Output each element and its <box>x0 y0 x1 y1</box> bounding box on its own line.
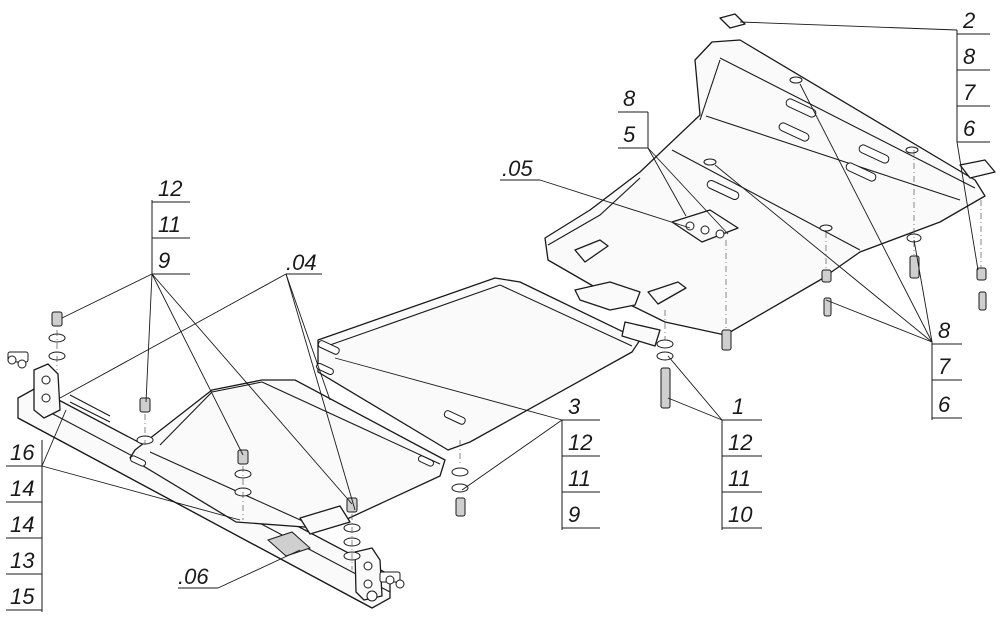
callout-label: 12 <box>568 430 592 455</box>
callout-stack-top-left: 12 11 9 <box>151 176 190 276</box>
callout-label: 15 <box>10 584 35 609</box>
callout-label: 3 <box>568 394 581 419</box>
callout-label: 10 <box>728 502 753 527</box>
callout-label: 12 <box>728 430 752 455</box>
callout-label: 5 <box>623 122 636 147</box>
callout-label: 8 <box>963 44 976 69</box>
callout-stack-top-right: 2 8 7 6 <box>956 8 990 143</box>
callout-label: 9 <box>158 248 170 273</box>
callout-label: 8 <box>623 86 636 111</box>
callout-label: 11 <box>568 466 591 491</box>
callout-label: 2 <box>962 8 975 33</box>
center-skid-plate <box>316 277 641 451</box>
callout-label: 1 <box>732 394 744 419</box>
assembly-ref-06: .06 <box>178 564 209 589</box>
assembly-ref-05: .05 <box>502 156 533 181</box>
callout-stack-right-bottom: 8 7 6 <box>931 318 962 420</box>
leader-lines <box>41 21 979 589</box>
callout-stack-center-top: 8 5 <box>618 86 649 149</box>
assembly-ref-04: .04 <box>286 250 317 275</box>
callout-label: 7 <box>938 354 951 379</box>
callout-label: 11 <box>158 212 181 237</box>
center-lines <box>56 150 982 570</box>
callout-label: 12 <box>158 176 182 201</box>
main-skid-plate <box>544 13 996 347</box>
callout-stack-center-bottom: 3 12 11 9 <box>561 394 600 530</box>
callout-label: 16 <box>10 440 35 465</box>
callout-label: 14 <box>10 512 34 537</box>
callout-stack-left-bottom: 16 14 14 13 15 <box>6 440 43 612</box>
callout-label: 9 <box>568 502 580 527</box>
fasteners <box>7 76 987 589</box>
callout-label: 13 <box>10 548 35 573</box>
callout-label: 8 <box>938 318 951 343</box>
callout-label: 11 <box>728 466 751 491</box>
callout-label: 14 <box>10 476 34 501</box>
callout-label: 7 <box>963 80 976 105</box>
callout-label: 6 <box>963 116 976 141</box>
callout-stack-mid-bottom: 1 12 11 10 <box>721 394 762 530</box>
left-skid-plate <box>129 379 446 535</box>
callout-label: 6 <box>938 392 951 417</box>
